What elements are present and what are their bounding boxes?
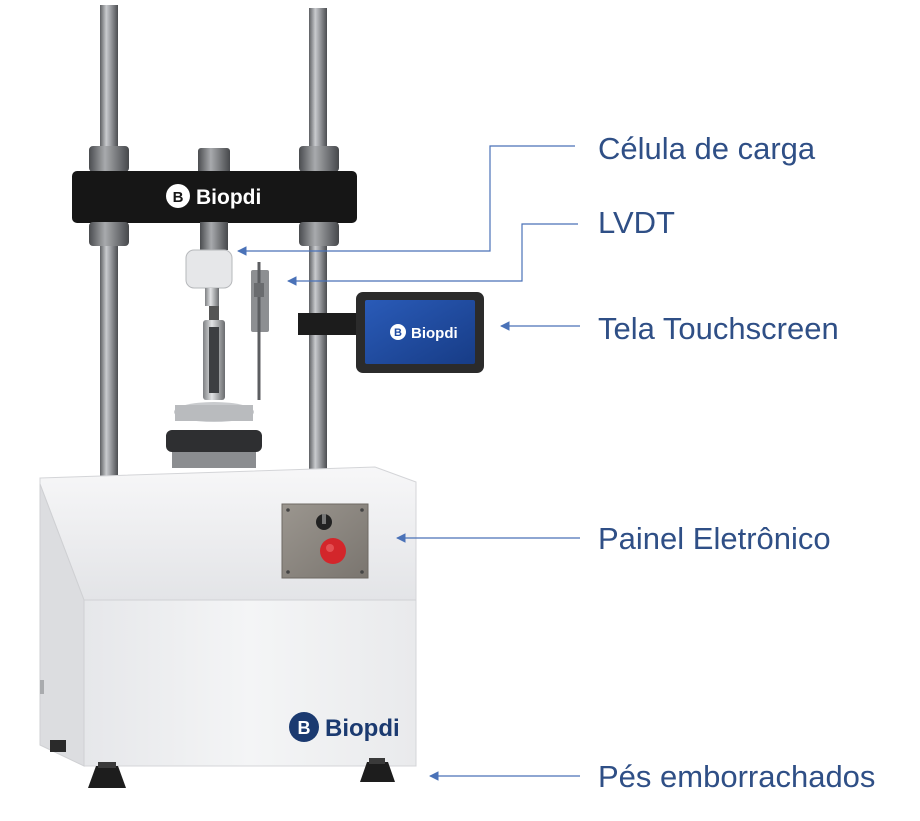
svg-text:B: B	[298, 718, 311, 738]
load-cell	[185, 222, 233, 306]
lvdt-sensor	[251, 262, 269, 400]
body-brand-logo: B Biopdi	[289, 712, 400, 742]
svg-text:Biopdi: Biopdi	[196, 186, 261, 209]
rubber-feet	[50, 740, 395, 788]
label-lvdt: LVDT	[598, 205, 675, 240]
svg-text:B: B	[173, 189, 184, 206]
screen-brand-logo: Biopdi	[411, 325, 458, 342]
leader-lvdt	[287, 223, 578, 286]
label-electronic-panel: Painel Eletrônico	[598, 521, 831, 556]
crosshead-brand-logo: B Biopdi	[166, 184, 261, 209]
emergency-stop-button	[320, 538, 346, 564]
svg-text:Biopdi: Biopdi	[325, 715, 400, 742]
label-rubber-feet: Pés emborrachados	[598, 759, 876, 794]
touchscreen: B Biopdi	[356, 292, 484, 373]
leader-lines	[237, 145, 580, 781]
label-load-cell: Célula de carga	[598, 131, 816, 166]
label-touchscreen: Tela Touchscreen	[598, 311, 839, 346]
leader-load-cell	[237, 145, 575, 256]
electronic-panel	[281, 503, 369, 579]
base-cabinet	[39, 466, 417, 767]
svg-text:B: B	[394, 327, 402, 339]
crosshead	[72, 171, 357, 223]
testing-machine: B Biopdi	[39, 5, 484, 788]
